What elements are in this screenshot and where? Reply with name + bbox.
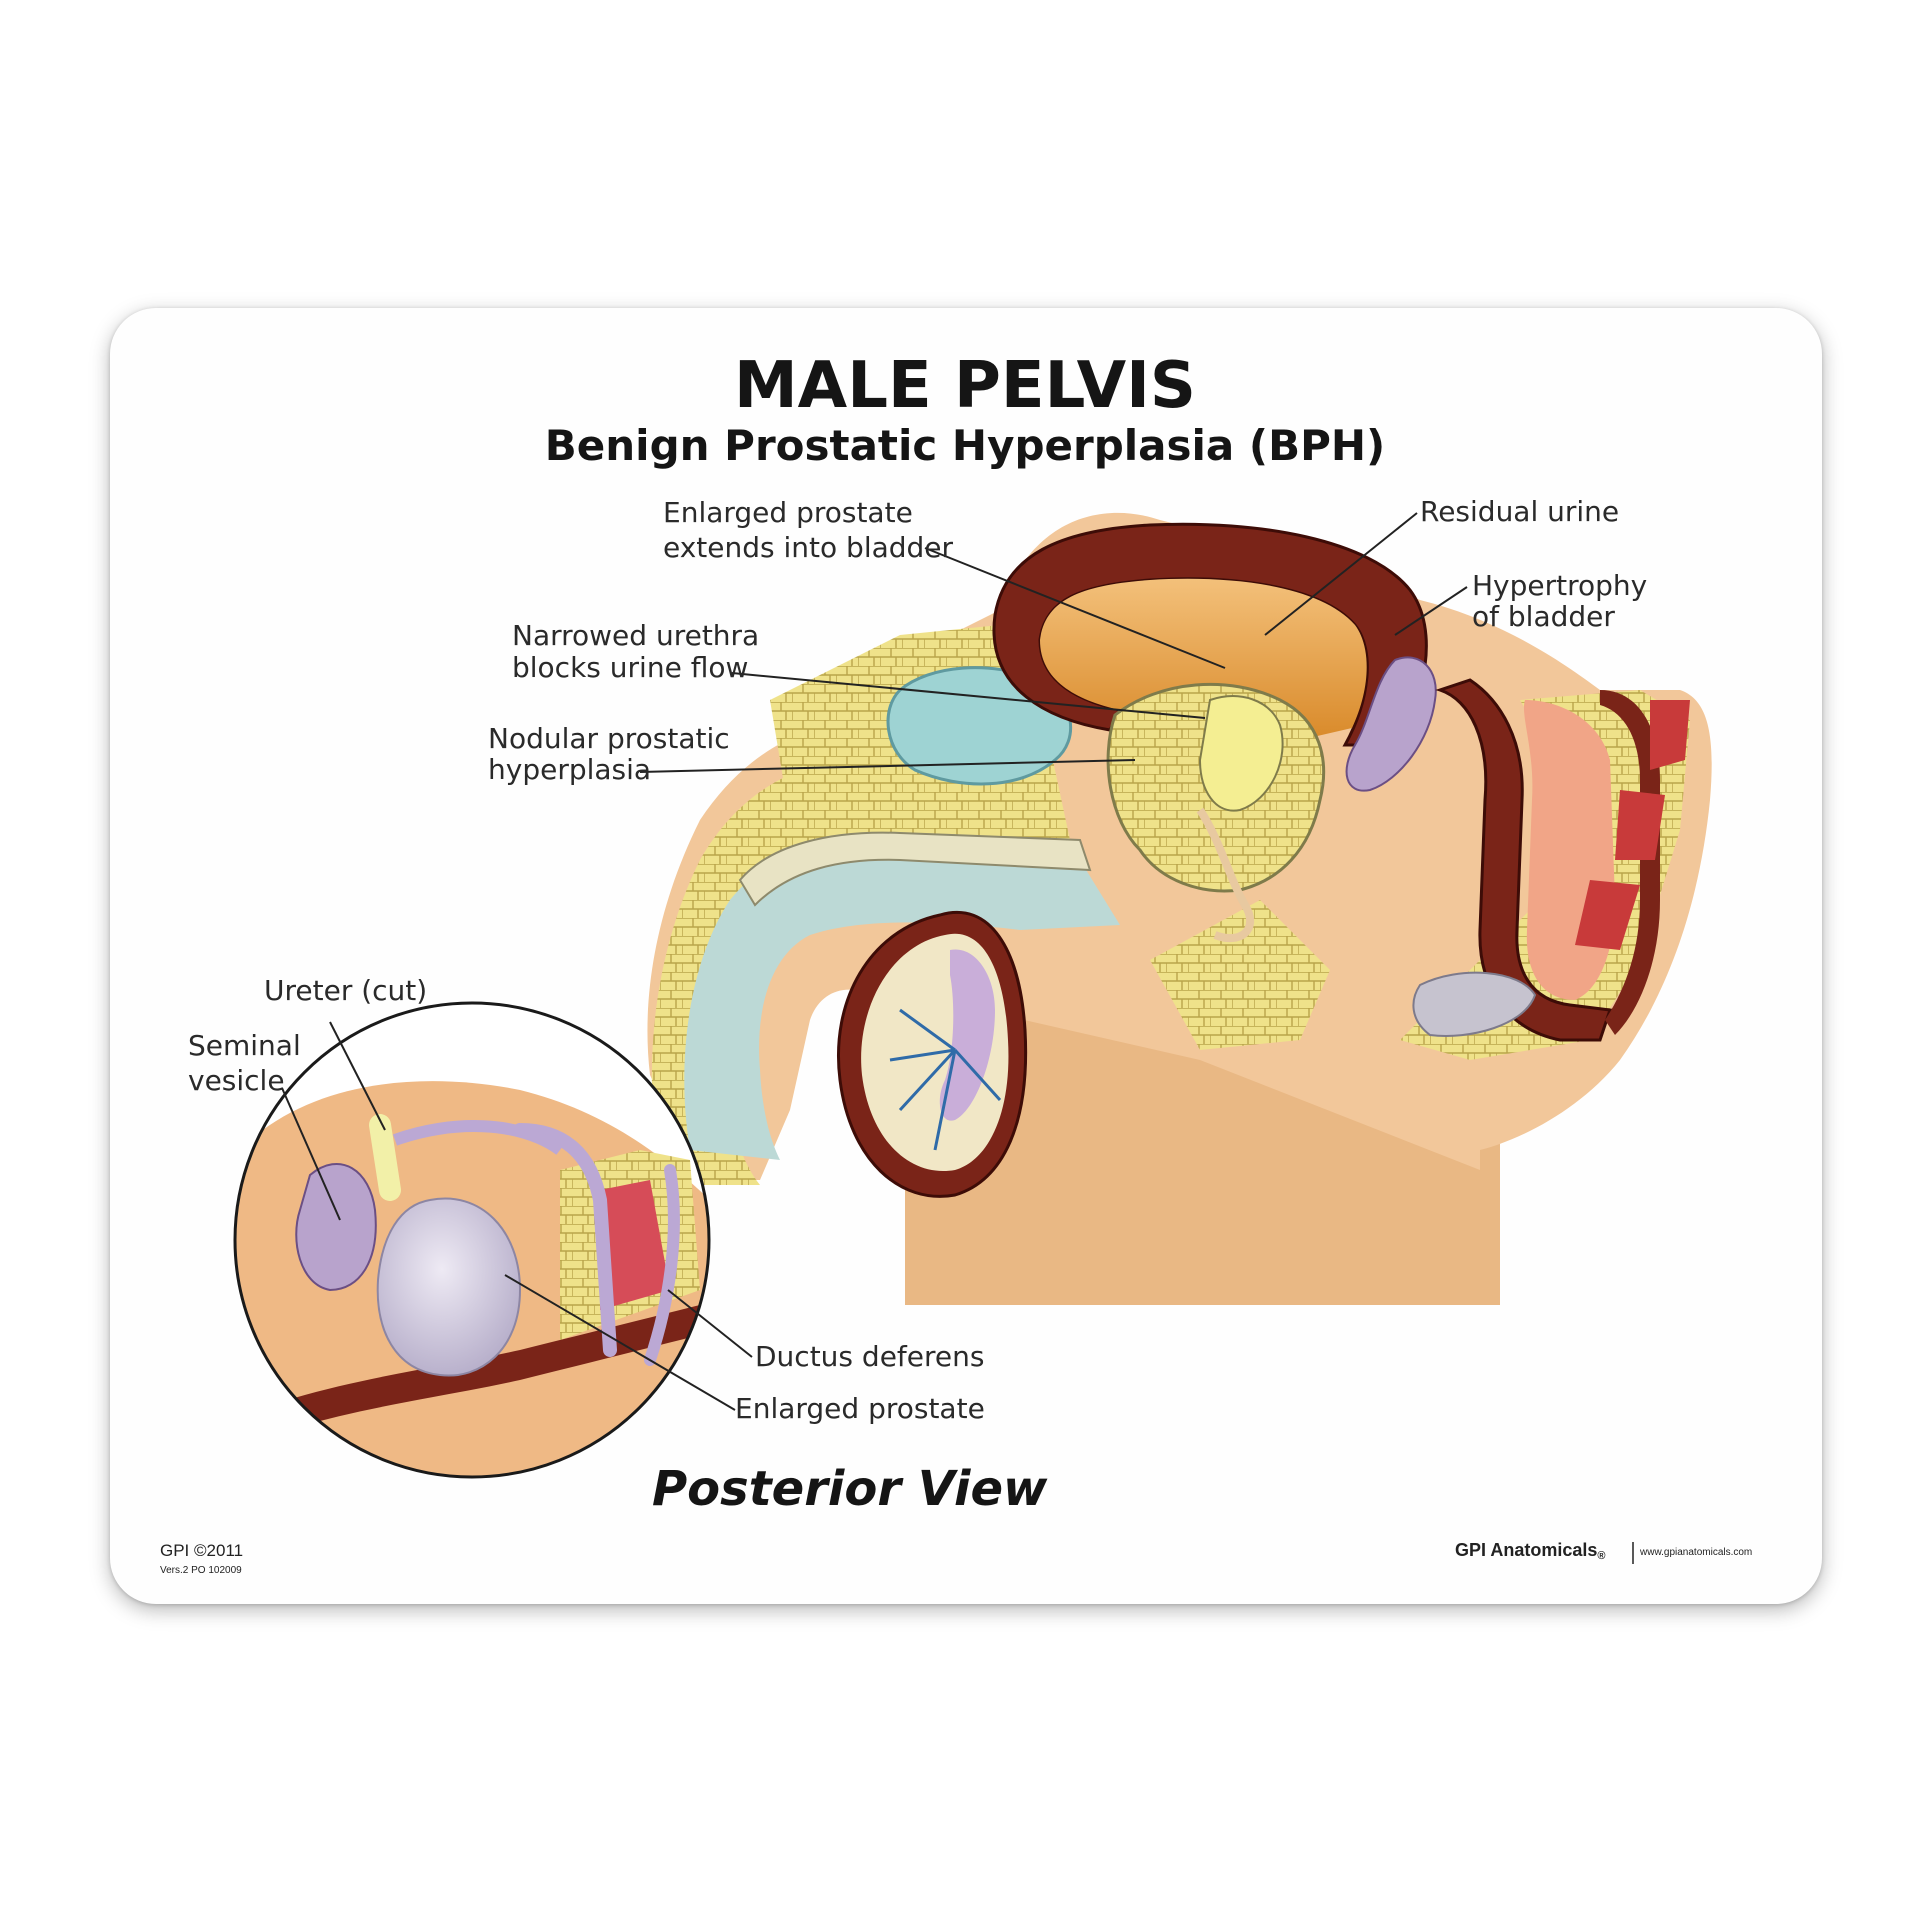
leader-narrowed-urethra [731, 672, 1206, 719]
label-hypertrophy-1: Hypertrophy [1472, 569, 1647, 602]
label-nodular-2: hyperplasia [488, 753, 651, 786]
label-enlarged-prostate-bladder-1: Enlarged prostate [663, 496, 913, 529]
inset-seminal-vesicle [295, 1163, 377, 1292]
pelvis-model [647, 512, 1712, 1305]
urethra [1196, 807, 1255, 943]
inset-ureter-tube [392, 1120, 564, 1155]
label-seminal-1: Seminal [188, 1029, 301, 1062]
footer-website: www.gpianatomicals.com [1639, 1547, 1752, 1558]
fat-tissue-right [1400, 690, 1690, 1060]
prostate-central [1198, 695, 1284, 812]
corpus-cavernosum [738, 831, 1092, 907]
leader-ductus [667, 1289, 753, 1358]
coccyx [1412, 971, 1537, 1037]
leader-enlarged-prostate [504, 1274, 736, 1411]
page-subtitle: Benign Prostatic Hyperplasia (BPH) [545, 421, 1385, 470]
label-hypertrophy-2: of bladder [1472, 600, 1615, 633]
leader-ureter [329, 1021, 386, 1131]
inset-lower-band [235, 1300, 709, 1450]
footer-registered: ® [1597, 1550, 1605, 1562]
label-enlarged-prostate-bladder-2: extends into bladder [663, 531, 954, 564]
corpus-spongiosum [684, 839, 1120, 1160]
label-ureter-cut: Ureter (cut) [264, 974, 427, 1007]
page-title: MALE PELVIS [734, 349, 1196, 423]
leader-nodular [639, 759, 1136, 773]
footer-brand: GPI Anatomicals® [1455, 1540, 1605, 1562]
label-seminal-2: vesicle [188, 1064, 285, 1097]
footer-brand-name: GPI Anatomicals [1455, 1540, 1597, 1560]
rectum-outer [1600, 690, 1660, 1035]
testis-vessels [889, 1008, 1002, 1151]
rectum-lumen [1523, 700, 1615, 1000]
rectum-wall [1435, 678, 1613, 1042]
leader-hypertrophy [1394, 586, 1468, 636]
label-nodular-1: Nodular prostatic [488, 722, 730, 755]
footer-version: Vers.2 PO 102009 [160, 1565, 242, 1576]
inset-red-tissue [600, 1180, 670, 1310]
label-narrowed-urethra-2: blocks urine flow [512, 651, 748, 684]
sacrum-2 [1615, 790, 1665, 860]
label-residual-urine: Residual urine [1420, 495, 1619, 528]
inset-caption: Posterior View [652, 1461, 1048, 1517]
label-narrowed-urethra-1: Narrowed urethra [512, 619, 759, 652]
inset-posterior-view [233, 1001, 711, 1479]
fat-tissue-lower [1150, 900, 1330, 1050]
leader-residual-urine [1264, 512, 1418, 636]
sacrum [1650, 700, 1690, 770]
inset-enlarged-prostate [376, 1197, 522, 1377]
inset-ductus-2 [644, 1164, 680, 1366]
inset-ureter [369, 1114, 401, 1201]
label-ductus-deferens: Ductus deferens [755, 1340, 984, 1373]
leader-enlarged-prostate-bladder [924, 547, 1226, 669]
leader-lines [281, 512, 1468, 1411]
sacrum-3 [1575, 880, 1640, 950]
leader-seminal [281, 1087, 341, 1221]
footer-copyright: GPI ©2011 [160, 1541, 243, 1560]
seminal-vesicle-model [1345, 656, 1437, 792]
label-enlarged-prostate: Enlarged prostate [735, 1392, 985, 1425]
